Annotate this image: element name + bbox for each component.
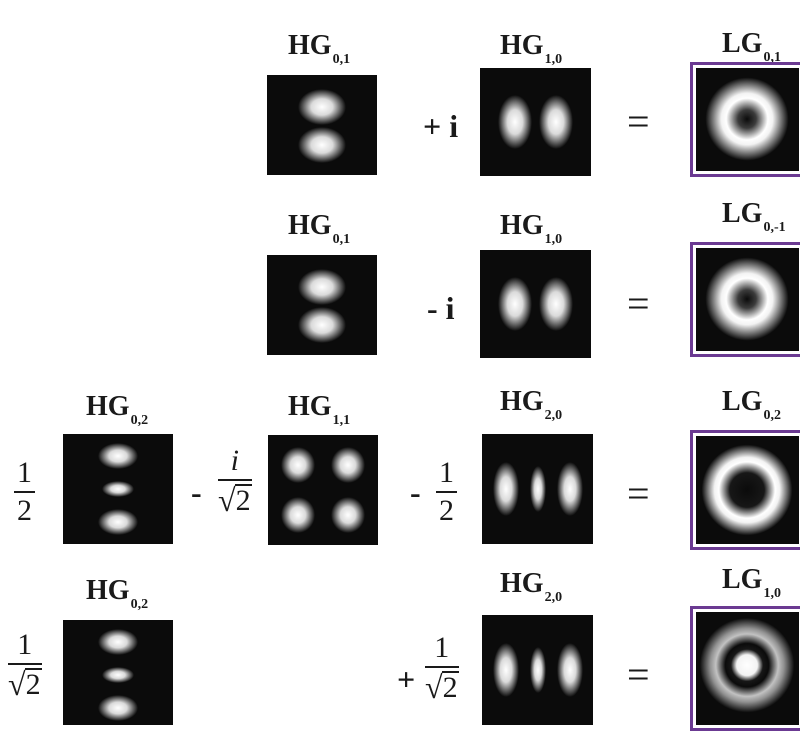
lg02-mode-image	[696, 436, 799, 544]
hg01-label-row1: HG0,1	[288, 30, 351, 67]
plus-i-operator-row1: + i	[423, 108, 459, 144]
hg01-mode-image-row1	[267, 75, 377, 175]
hg10-label-row2: HG1,0	[500, 210, 563, 247]
hg01-label-row2: HG0,1	[288, 210, 351, 247]
hg10-mode-image-row1	[480, 68, 591, 176]
equals-sign-row1: =	[627, 99, 650, 144]
lg01-mode-image	[696, 68, 799, 171]
hg01-mode-image-row2	[267, 255, 377, 355]
hg02-label-row4: HG0,2	[86, 575, 149, 612]
lg10-result-frame	[690, 606, 800, 731]
lg02-label: LG0,2	[722, 386, 781, 423]
lg01-label: LG0,1	[722, 28, 781, 65]
coefficient-1-over-root2-row4-term1: 1 √2	[8, 628, 42, 702]
hg20-mode-image-row3	[482, 434, 593, 544]
equals-sign-row4: =	[627, 652, 650, 697]
lg01-result-frame	[690, 62, 800, 177]
minus-sign-row3-term3: -	[410, 474, 421, 510]
hg20-label-row3: HG2,0	[500, 386, 563, 423]
hg11-mode-image	[268, 435, 378, 545]
lg0-1-label: LG0,-1	[722, 198, 786, 235]
hg10-mode-image-row2	[480, 250, 591, 358]
hg02-label-row3: HG0,2	[86, 391, 149, 428]
lg10-mode-image	[696, 612, 799, 725]
hg02-mode-image-row3	[63, 434, 173, 544]
hg20-label-row4: HG2,0	[500, 568, 563, 605]
equals-sign-row2: =	[627, 281, 650, 326]
coefficient-i-over-root2: i √2	[218, 444, 252, 518]
hg20-mode-image-row4	[482, 615, 593, 725]
lg10-label: LG1,0	[722, 564, 781, 601]
lg0-1-result-frame	[690, 242, 800, 357]
lg0-1-mode-image	[696, 248, 799, 351]
hg02-mode-image-row4	[63, 620, 173, 725]
hg10-label-row1: HG1,0	[500, 30, 563, 67]
plus-sign-row4: +	[397, 661, 416, 697]
minus-sign-row3-term2: -	[191, 474, 202, 510]
coefficient-1-over-root2-row4-term2: 1 √2	[425, 631, 459, 705]
minus-i-operator-row2: - i	[427, 290, 455, 326]
equals-sign-row3: =	[627, 471, 650, 516]
lg02-result-frame	[690, 430, 800, 550]
hg11-label: HG1,1	[288, 391, 351, 428]
